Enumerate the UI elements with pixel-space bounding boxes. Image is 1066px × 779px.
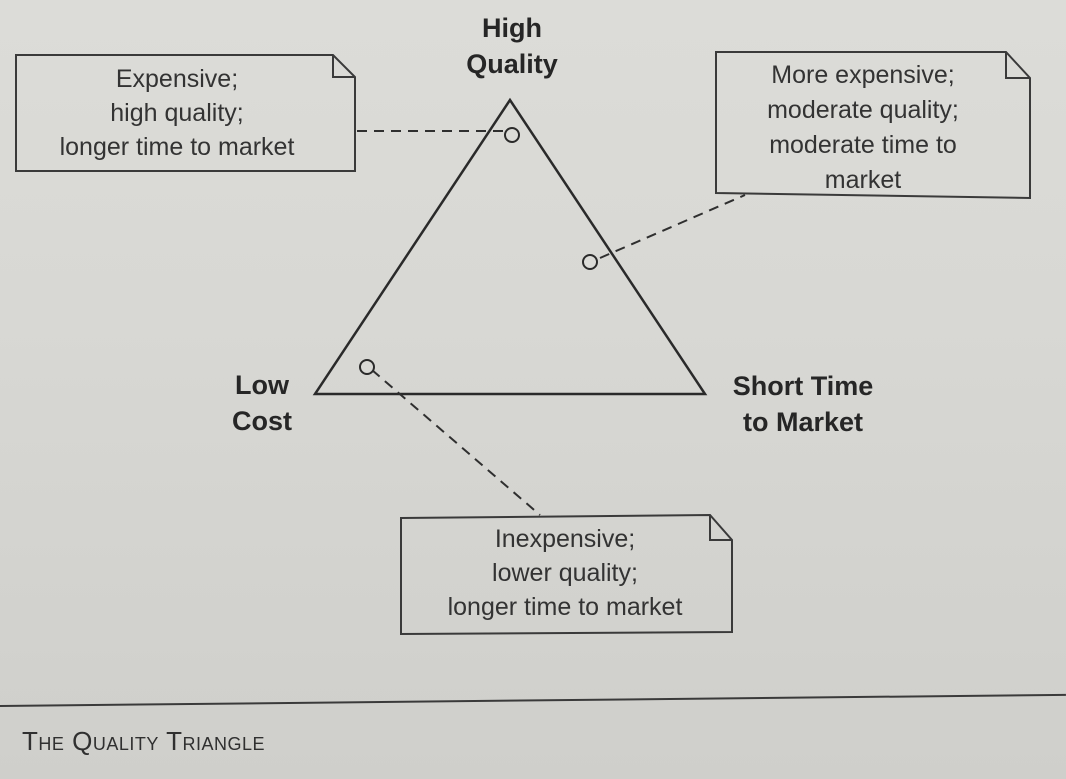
quality-triangle	[312, 97, 708, 396]
pin-low-cost	[359, 359, 375, 375]
connector-bottom	[371, 369, 541, 516]
vertex-label-high-quality-line-2: Quality	[466, 49, 558, 79]
vertex-label-short-time-line-1: Short Time	[732, 371, 874, 401]
connector-top-right	[599, 194, 746, 259]
note-top-right-line-2: moderate quality;	[767, 96, 959, 124]
vertex-label-short-time: Short Time to Market	[718, 368, 888, 440]
note-bottom-line-1: Inexpensive;	[494, 525, 636, 553]
note-top-right-line-4: market	[824, 166, 902, 194]
vertex-label-high-quality-line-1: High	[482, 13, 542, 43]
note-bottom: Inexpensive; lower quality; longer time …	[404, 522, 726, 624]
vertex-label-high-quality: High Quality	[450, 10, 574, 82]
note-top-right-box	[715, 51, 1031, 200]
note-top-left-line-2: high quality;	[110, 99, 244, 127]
note-bottom-line-3: longer time to market	[447, 593, 683, 621]
note-top-left: Expensive; high quality; longer time to …	[18, 62, 336, 164]
note-top-right-line-3: moderate time to	[769, 131, 957, 159]
note-bottom-line-2: lower quality;	[492, 559, 638, 587]
pin-high-quality	[504, 127, 520, 143]
vertex-label-low-cost: Low Cost	[222, 367, 302, 439]
note-bottom-box	[400, 513, 733, 636]
vertex-label-low-cost-line-2: Cost	[232, 406, 292, 436]
vertex-label-short-time-line-2: to Market	[742, 407, 864, 437]
note-top-left-line-1: Expensive;	[115, 65, 239, 93]
figure-caption: The Quality Triangle	[22, 726, 266, 756]
note-top-left-line-3: longer time to market	[59, 133, 295, 161]
pin-moderate	[582, 254, 598, 270]
note-top-right-line-1: More expensive;	[771, 61, 955, 89]
vertex-label-low-cost-line-1: Low	[235, 370, 289, 400]
note-top-right: More expensive; moderate quality; modera…	[718, 58, 1008, 198]
note-top-left-box	[15, 54, 356, 172]
